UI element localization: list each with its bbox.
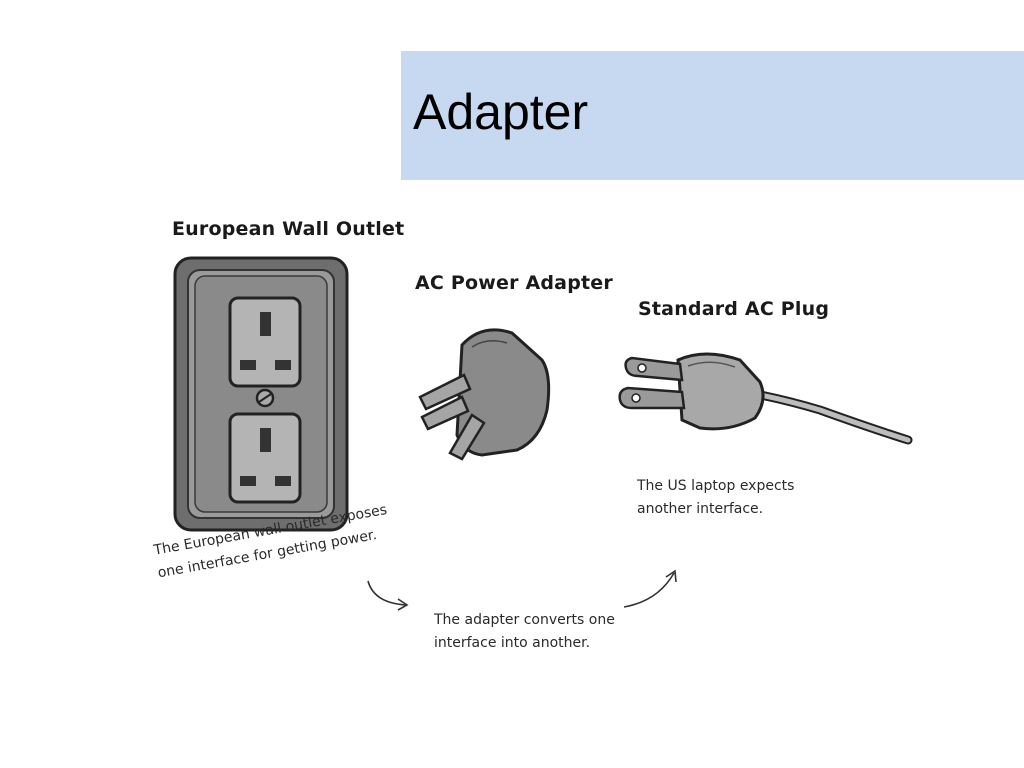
arrow-to-adapter-note (367, 580, 409, 611)
title-bar: Adapter (401, 51, 1024, 180)
arrow-to-plug-note (623, 569, 677, 608)
ac-power-adapter-illustration (418, 328, 551, 461)
plug-label: Standard AC Plug (638, 298, 830, 320)
adapter-note: The adapter converts one interface into … (434, 609, 615, 655)
outlet-label: European Wall Outlet (172, 218, 405, 240)
standard-ac-plug-illustration (618, 352, 913, 445)
plug-note-line-2: another interface. (637, 501, 764, 517)
slide-title: Adapter (413, 84, 589, 140)
plug-note-line-1: The US laptop expects (637, 478, 795, 494)
european-wall-outlet-illustration (173, 256, 349, 532)
adapter-label: AC Power Adapter (415, 272, 613, 294)
plug-note: The US laptop expects another interface. (637, 475, 794, 521)
adapter-note-line-1: The adapter converts one (434, 612, 615, 628)
adapter-note-line-2: interface into another. (434, 635, 591, 651)
